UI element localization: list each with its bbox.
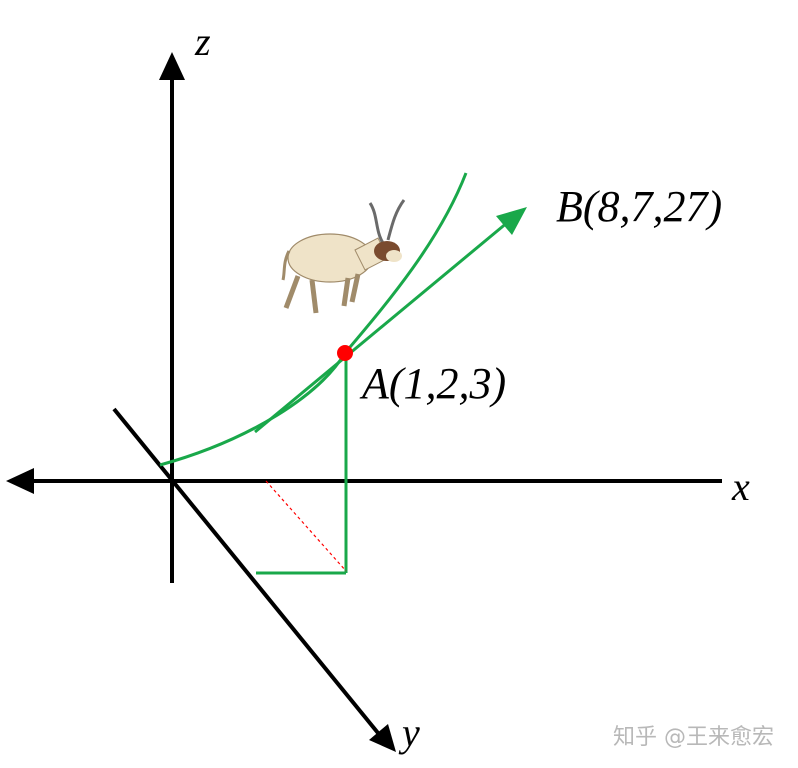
curve bbox=[159, 172, 468, 467]
z-axis-label: z bbox=[194, 19, 211, 64]
y-axis-arrowhead bbox=[369, 724, 396, 752]
projection-dashed bbox=[265, 480, 347, 572]
antelope-illustration bbox=[281, 199, 406, 314]
point-b-label: B(8,7,27) bbox=[556, 182, 722, 231]
x-axis-label: x bbox=[731, 464, 750, 509]
z-axis-arrowhead bbox=[159, 52, 185, 80]
x-axis-arrowhead bbox=[6, 468, 34, 494]
y-axis-label: y bbox=[398, 710, 420, 755]
tangent-arrowhead bbox=[496, 207, 527, 235]
point-a-marker bbox=[337, 345, 353, 361]
y-axis bbox=[112, 407, 380, 735]
point-a-label: A(1,2,3) bbox=[359, 359, 506, 408]
watermark: 知乎 @王来愈宏 bbox=[613, 725, 774, 750]
tangent-arrow-to-b bbox=[254, 220, 509, 434]
